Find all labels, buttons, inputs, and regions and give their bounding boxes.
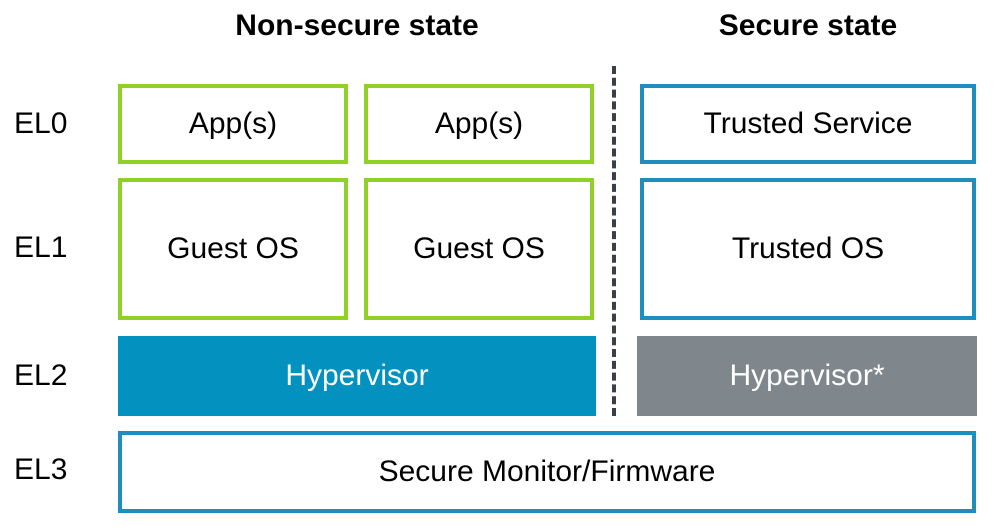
el0-label: EL0 [14, 107, 68, 140]
app-label-2: App(s) [434, 107, 524, 140]
app-box-1: App(s) [118, 84, 348, 164]
secure-hypervisor-box: Hypervisor* [637, 336, 977, 416]
el1-label: EL1 [14, 231, 68, 264]
secure-state-header: Secure state [718, 9, 898, 42]
state-divider [612, 66, 616, 416]
el2-label: EL2 [14, 359, 68, 392]
hypervisor-box: Hypervisor [118, 336, 596, 416]
secure-monitor-box: Secure Monitor/Firmware [118, 431, 976, 513]
guest-os-label-1: Guest OS [167, 232, 299, 265]
non-secure-state-header: Non-secure state [235, 9, 479, 42]
app-label-1: App(s) [188, 107, 278, 140]
app-box-2: App(s) [364, 84, 594, 164]
trusted-service-box: Trusted Service [640, 84, 976, 164]
trusted-os-label: Trusted OS [731, 232, 885, 265]
trusted-os-box: Trusted OS [640, 178, 976, 320]
el3-label: EL3 [14, 453, 68, 486]
guest-os-label-2: Guest OS [413, 232, 545, 265]
guest-os-box-1: Guest OS [118, 178, 348, 320]
hypervisor-label: Hypervisor [285, 359, 429, 392]
trusted-service-label: Trusted Service [703, 107, 913, 140]
secure-hypervisor-label: Hypervisor* [729, 359, 885, 392]
secure-monitor-label: Secure Monitor/Firmware [378, 455, 716, 488]
guest-os-box-2: Guest OS [364, 178, 594, 320]
